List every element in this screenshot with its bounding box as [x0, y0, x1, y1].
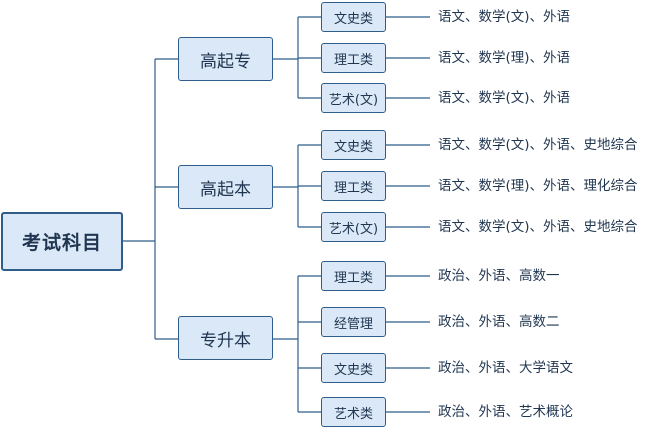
connector-group-1: [273, 16, 321, 99]
root-label: 考试科目: [21, 232, 102, 254]
category-label: 文史类: [333, 139, 373, 155]
subjects-text: 语文、数学(文)、外语、史地综合: [438, 219, 638, 235]
group-label: 高起本: [200, 179, 251, 200]
subjects-text: 语文、数学(理)、外语: [438, 50, 571, 66]
connector-group-2: [273, 144, 321, 228]
category-node: 理工类: [321, 171, 386, 201]
category-node: 文史类: [321, 353, 386, 383]
category-node: 理工类: [321, 261, 386, 291]
category-node: 艺术类: [321, 397, 386, 427]
group-node-gaoqizhuan: 高起专: [178, 37, 273, 81]
category-label: 艺术(文): [328, 92, 379, 108]
category-label: 理工类: [333, 180, 373, 196]
subjects-text: 政治、外语、高数二: [438, 314, 560, 330]
subjects-text: 语文、数学(理)、外语、理化综合: [438, 178, 638, 194]
connector-group-1-items: [386, 16, 430, 99]
subjects-text: 政治、外语、艺术概论: [438, 404, 573, 420]
category-label: 文史类: [333, 11, 373, 27]
subjects-text: 语文、数学(文)、外语: [438, 90, 571, 106]
connector-group-3-items: [386, 275, 430, 413]
subjects-text: 语文、数学(文)、外语: [438, 9, 571, 25]
group-label: 高起专: [200, 51, 251, 72]
category-label: 经管理: [333, 316, 373, 332]
subjects-text: 语文、数学(文)、外语、史地综合: [438, 137, 638, 153]
category-label: 文史类: [333, 362, 373, 378]
subjects-text: 政治、外语、高数一: [438, 268, 560, 284]
group-node-gaoqiben: 高起本: [178, 165, 273, 209]
connector-group-3: [273, 275, 321, 413]
category-node: 艺术(文): [321, 83, 386, 113]
category-label: 理工类: [333, 52, 373, 68]
category-node: 文史类: [321, 2, 386, 32]
group-node-zhuanshengben: 专升本: [178, 316, 273, 360]
root-node: 考试科目: [1, 212, 123, 271]
category-node: 艺术(文): [321, 212, 386, 242]
category-label: 艺术(文): [328, 221, 379, 237]
category-node: 文史类: [321, 130, 386, 160]
category-label: 理工类: [333, 270, 373, 286]
connector-root: [123, 58, 178, 340]
category-label: 艺术类: [333, 406, 373, 422]
connector-group-2-items: [386, 144, 430, 228]
category-node: 理工类: [321, 43, 386, 73]
subjects-text: 政治、外语、大学语文: [438, 360, 573, 376]
group-label: 专升本: [200, 330, 251, 351]
category-node: 经管理: [321, 307, 386, 337]
